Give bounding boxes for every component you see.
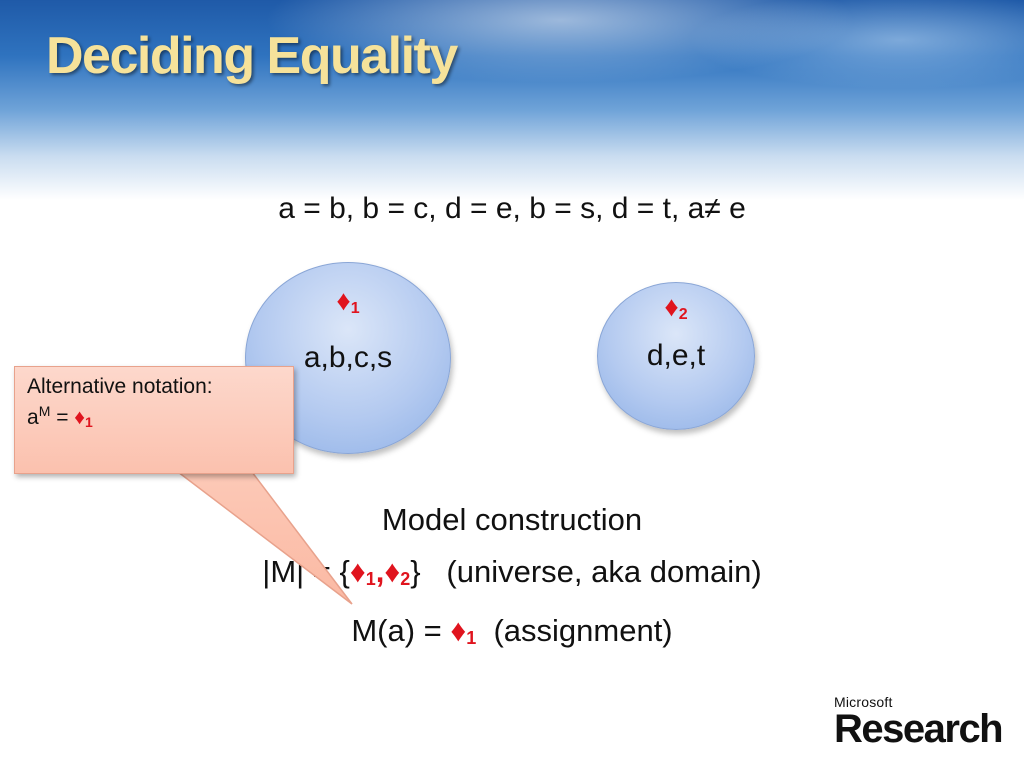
assignment-line: M(a) = ♦1 (assignment) xyxy=(351,613,673,648)
class-2-members: d,e,t xyxy=(646,339,706,372)
callout-heading: Alternative notation: xyxy=(27,375,213,398)
logo-research-text: Research xyxy=(834,707,1004,751)
model-heading: Model construction xyxy=(381,502,643,537)
class-1-members: a,b,c,s xyxy=(303,341,393,374)
alternative-notation-callout: Alternative notation: aM = ♦1 xyxy=(14,366,294,474)
class-2-subscript: 2 xyxy=(678,306,688,323)
diamond-icon: ♦ xyxy=(336,285,351,316)
callout-notation: aM = ♦1 xyxy=(27,403,93,430)
class-1-subscript: 1 xyxy=(350,300,360,317)
logo-microsoft-text: Microsoft xyxy=(834,694,893,710)
diamond-icon: ♦1 xyxy=(450,613,477,648)
equations-text: a = b, b = c, d = e, b = s, d = t, a≠ e xyxy=(278,192,746,225)
class-1-label: ♦1 xyxy=(246,285,450,318)
diamond-icon: ♦1 xyxy=(349,554,376,589)
diamond-icon: ♦ xyxy=(664,291,679,322)
diamond-icon: ♦1 xyxy=(74,406,93,430)
equivalence-class-2: ♦2 d,e,t xyxy=(597,282,755,430)
microsoft-research-logo: Microsoft Research xyxy=(834,694,1004,751)
model-construction: Model construction |M| = {♦1,♦2} (univer… xyxy=(0,494,1024,664)
header-background xyxy=(0,0,1024,200)
diamond-icon: ♦2 xyxy=(384,554,411,589)
class-2-label: ♦2 xyxy=(598,291,754,324)
slide-title: Deciding Equality xyxy=(46,27,458,85)
